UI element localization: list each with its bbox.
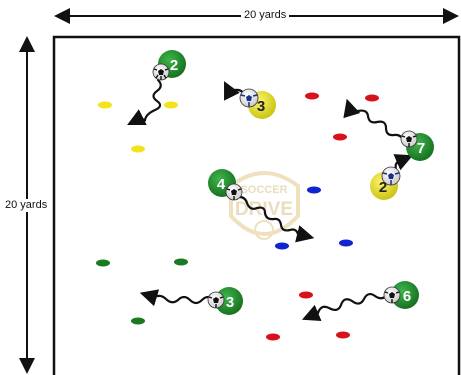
cone-green bbox=[131, 318, 145, 325]
cone-red bbox=[365, 95, 379, 102]
soccer-ball-icon bbox=[384, 287, 400, 303]
player-number: 3 bbox=[226, 294, 234, 311]
soccer-ball-icon bbox=[382, 167, 400, 185]
watermark-line1: SOCCER bbox=[240, 184, 287, 196]
cone-green bbox=[174, 259, 188, 266]
cone-red bbox=[336, 332, 350, 339]
soccer-ball-icon bbox=[226, 184, 242, 200]
cone-green bbox=[96, 260, 110, 267]
cone-yellow bbox=[98, 102, 112, 109]
cone-blue bbox=[275, 243, 289, 250]
soccer-ball-icon bbox=[401, 131, 417, 147]
cone-red bbox=[266, 334, 280, 341]
soccer-ball-icon bbox=[153, 64, 169, 80]
player-number: 3 bbox=[257, 98, 265, 115]
cone-red bbox=[333, 134, 347, 141]
cone-red bbox=[299, 292, 313, 299]
player-number: 2 bbox=[170, 57, 178, 74]
height-dimension-label: 20 yards bbox=[2, 199, 50, 212]
cone-blue bbox=[339, 240, 353, 247]
cone-yellow bbox=[164, 102, 178, 109]
cone-yellow bbox=[131, 146, 145, 153]
soccer-ball-icon bbox=[240, 89, 258, 107]
player-number: 6 bbox=[403, 288, 411, 305]
cone-red bbox=[305, 93, 319, 100]
player-number: 4 bbox=[217, 176, 226, 193]
player-number: 7 bbox=[417, 140, 425, 157]
width-dimension-label: 20 yards bbox=[241, 9, 289, 22]
cone-blue bbox=[307, 187, 321, 194]
soccer-ball-icon bbox=[208, 292, 224, 308]
